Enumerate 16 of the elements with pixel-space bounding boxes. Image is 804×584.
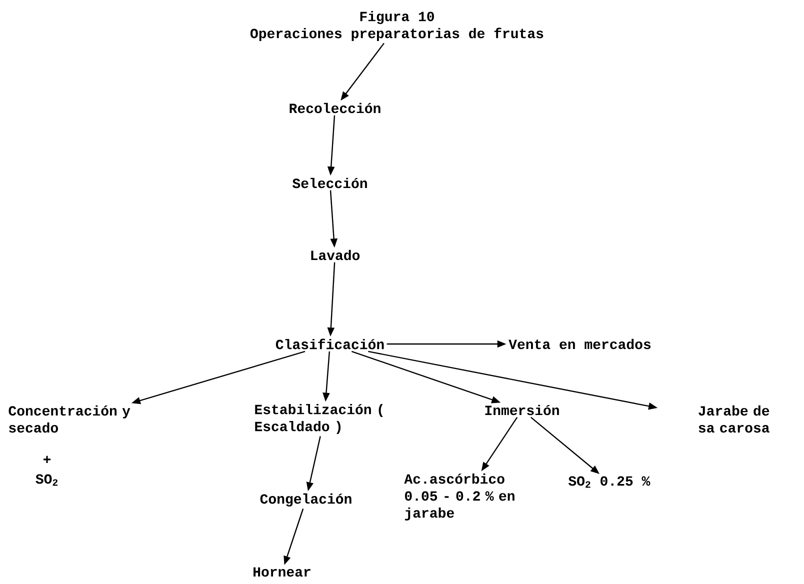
step-label: Inmersión <box>485 404 559 416</box>
step-label: Concentración y secado <box>8 405 130 433</box>
step-label: SO$_{2}$ 0.25 % <box>568 476 650 488</box>
step-label: Recolección <box>290 102 380 114</box>
note-label: SO$_{2}$ <box>36 474 58 486</box>
note-label: + <box>44 456 51 463</box>
step-label: Congelación <box>260 493 352 507</box>
step-label: Lavado <box>311 250 360 260</box>
step-label: Venta en mercados <box>508 338 651 350</box>
step-label: Hornear <box>254 567 310 577</box>
step-label: Jarabe de sa carosa <box>698 405 770 433</box>
step-label: Estabilización ( Escaldado ) <box>255 404 383 434</box>
step-label: Figura 10 Operaciones preparatorias de frutas <box>250 10 544 42</box>
step-label: Selección <box>292 178 367 188</box>
step-label: Clasificación <box>276 338 384 350</box>
step-label: Ac.ascórbico 0.05 - 0.2 % en jarabe <box>404 473 514 521</box>
